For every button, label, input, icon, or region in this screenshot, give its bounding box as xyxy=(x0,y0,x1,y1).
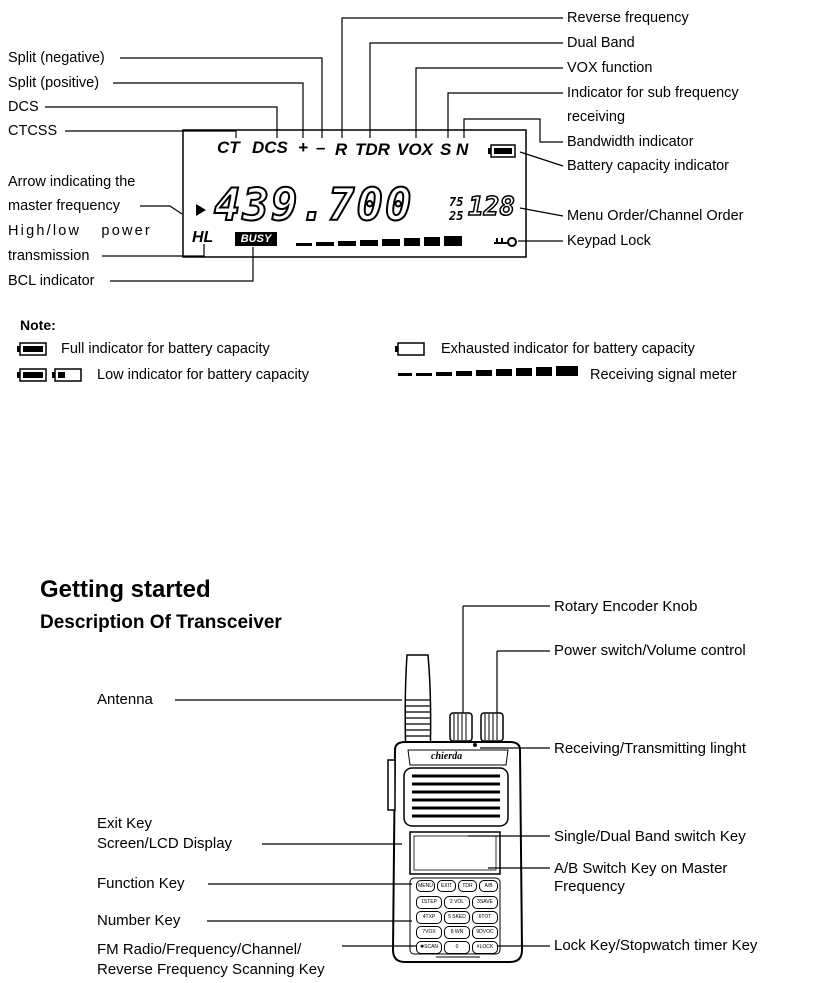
radio-number-key[interactable]: 0 xyxy=(444,941,470,954)
label-power: Power switch/Volume control xyxy=(554,642,746,659)
label-function-key: Function Key xyxy=(97,875,185,892)
label-dual-band: Dual Band xyxy=(567,35,635,51)
label-hl-2: transmission xyxy=(8,248,90,264)
label-bcl: BCL indicator xyxy=(8,273,95,289)
radio-number-key[interactable]: 4TXP xyxy=(416,911,442,924)
radio-top-key[interactable]: MENU xyxy=(416,880,435,892)
radio-number-key[interactable]: 6TOT xyxy=(472,911,498,924)
note-exhausted: Exhausted indicator for battery capacity xyxy=(441,341,695,357)
label-fm-1: FM Radio/Frequency/Channel/ xyxy=(97,941,302,958)
radio-number-key[interactable]: 8 WN xyxy=(444,926,470,939)
label-lock-key: Lock Key/Stopwatch timer Key xyxy=(554,937,758,954)
label-battery: Battery capacity indicator xyxy=(567,158,729,174)
note-signal-meter: Receiving signal meter xyxy=(590,367,737,383)
lcd-vox: VOX xyxy=(397,140,433,159)
label-rotary: Rotary Encoder Knob xyxy=(554,598,698,615)
label-menu-order: Menu Order/Channel Order xyxy=(567,208,744,224)
note-title: Note: xyxy=(20,317,56,333)
lcd-small-bottom: 25 xyxy=(449,209,464,223)
label-antenna: Antenna xyxy=(97,691,153,708)
label-arrow-1: Arrow indicating the xyxy=(8,174,136,190)
radio-brand: chierda xyxy=(431,751,463,762)
lcd-s: S xyxy=(440,140,452,159)
label-vox: VOX function xyxy=(567,60,653,76)
lcd-frequency: 439.700 xyxy=(213,179,414,232)
lcd-busy: BUSY xyxy=(235,232,277,246)
section-subtitle: Description Of Transceiver xyxy=(40,612,282,633)
lcd-tdr: TDR xyxy=(355,140,390,159)
label-bandwidth: Bandwidth indicator xyxy=(567,134,694,150)
lcd-ct: CT xyxy=(217,138,240,157)
radio-number-key[interactable]: 2 VOL xyxy=(444,896,470,909)
label-sub-freq-2: receiving xyxy=(567,109,626,125)
radio-number-key[interactable]: 1STEP xyxy=(416,896,442,909)
label-split-positive: Split (positive) xyxy=(8,75,100,91)
radio-top-key[interactable]: EXIT xyxy=(437,880,456,892)
label-exit-key: Exit Key xyxy=(97,815,153,832)
label-split-negative: Split (negative) xyxy=(8,50,105,66)
lcd-r: R xyxy=(335,140,348,159)
radio-number-key[interactable]: 9DVOC xyxy=(472,926,498,939)
label-dcs: DCS xyxy=(8,99,39,115)
radio-number-key[interactable]: 3SAVE xyxy=(472,896,498,909)
note-full: Full indicator for battery capacity xyxy=(61,341,270,357)
radio-number-key[interactable]: 5 SKED xyxy=(444,911,470,924)
lcd-n: N xyxy=(456,140,469,159)
lcd-channel: 128 xyxy=(467,191,515,223)
section-title: Getting started xyxy=(40,576,211,603)
label-arrow-2: master frequency xyxy=(8,198,121,214)
label-ab-2: Frequency xyxy=(554,878,625,895)
lcd-minus: – xyxy=(316,138,326,157)
lcd-hl: HL xyxy=(192,229,214,246)
note-low: Low indicator for battery capacity xyxy=(97,367,309,383)
label-sub-freq-1: Indicator for sub frequency xyxy=(567,85,739,101)
radio-number-key[interactable]: #LOCK xyxy=(472,941,498,954)
label-hl-1: High/low power xyxy=(8,223,152,239)
lcd-plus: + xyxy=(298,138,308,157)
lcd-small-top: 75 xyxy=(449,195,464,209)
label-fm-2: Reverse Frequency Scanning Key xyxy=(97,961,325,978)
lcd-dcs: DCS xyxy=(252,138,288,157)
label-ctcss: CTCSS xyxy=(8,123,58,139)
label-keypad-lock: Keypad Lock xyxy=(567,233,651,249)
label-single-dual: Single/Dual Band switch Key xyxy=(554,828,746,845)
radio-number-key[interactable]: 7VOX xyxy=(416,926,442,939)
radio-top-key[interactable]: A/B xyxy=(479,880,498,892)
radio-top-key[interactable]: TDR xyxy=(458,880,477,892)
radio-number-key[interactable]: ✱SCAN xyxy=(416,941,442,954)
label-ab-1: A/B Switch Key on Master xyxy=(554,860,728,877)
label-rx-tx: Receiving/Transmitting linght xyxy=(554,740,747,757)
label-screen: Screen/LCD Display xyxy=(97,835,233,852)
label-reverse-frequency: Reverse frequency xyxy=(567,10,689,26)
label-number-key: Number Key xyxy=(97,912,181,929)
